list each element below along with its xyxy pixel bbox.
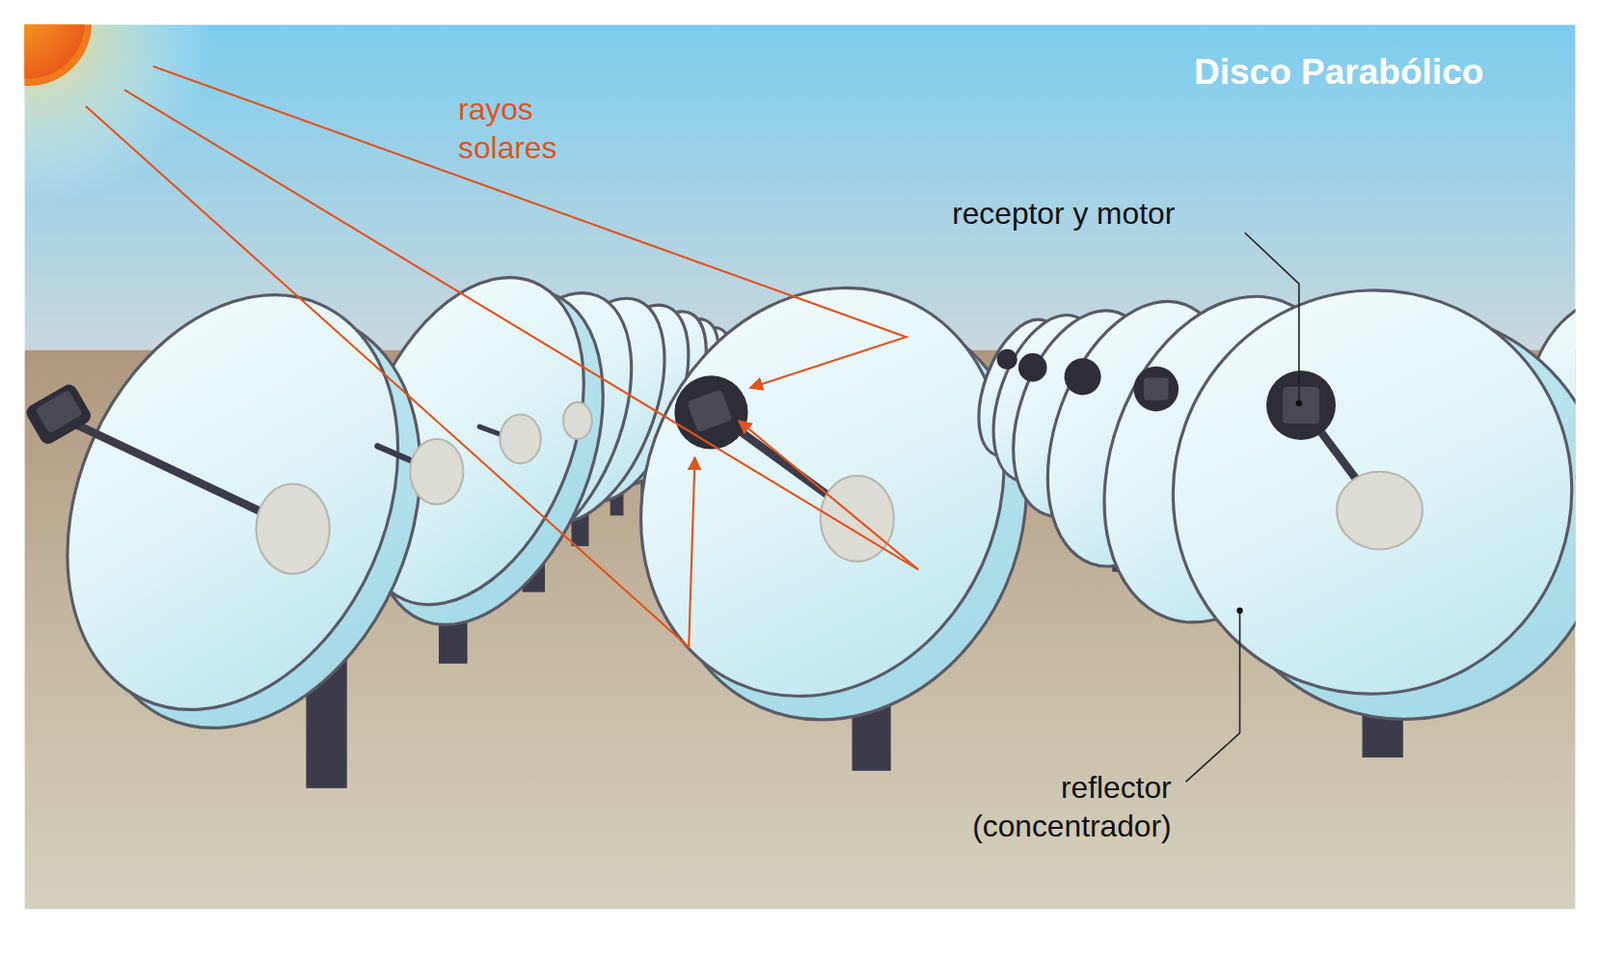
parabolic-dish-illustration [0, 0, 1600, 909]
leader-line [1185, 232, 1302, 782]
sun-ray [85, 66, 919, 648]
ray-label: rayos solares [458, 89, 601, 167]
reflector-dish [24, 242, 746, 781]
center-disc [1336, 471, 1423, 549]
receptor-label: receptor y motor [951, 194, 1175, 232]
sun [24, 24, 92, 85]
receptor [674, 375, 748, 449]
diagram-title: Disco Parabólico [1193, 51, 1484, 92]
reflector-dish [962, 234, 1576, 776]
receptor [997, 349, 1179, 412]
receptor [24, 381, 94, 448]
center-disc [256, 402, 593, 574]
reflector-label: reflector (concentrador) [894, 768, 1172, 844]
receptor [1266, 370, 1336, 440]
sun-glow [24, 24, 215, 204]
